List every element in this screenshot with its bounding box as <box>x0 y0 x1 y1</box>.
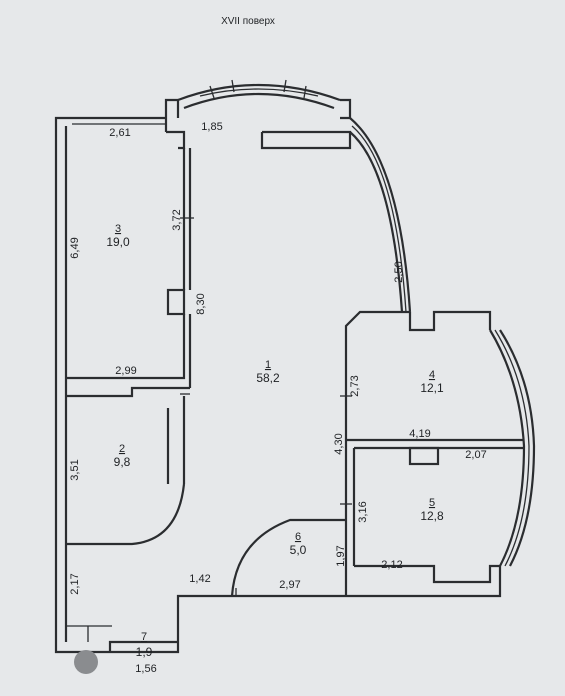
room-5-area: 12,8 <box>420 509 444 523</box>
room-6-number: 6 <box>295 531 301 543</box>
room-3-number: 3 <box>115 223 121 235</box>
room-1-area: 58,2 <box>256 371 280 385</box>
curved-wall-right <box>349 117 412 313</box>
room-4-5-walls <box>340 310 536 596</box>
room-2-area: 9,8 <box>114 455 131 469</box>
dim-3-72: 3,72 <box>171 209 183 230</box>
room-6-area: 5,0 <box>290 543 307 557</box>
dim-4-19: 4,19 <box>409 428 430 440</box>
dim-1-97: 1,97 <box>335 545 347 566</box>
dim-3-51: 3,51 <box>69 459 81 480</box>
dim-2-50: 2,50 <box>393 261 405 282</box>
dim-6-49: 6,49 <box>69 237 81 258</box>
dim-3-16: 3,16 <box>357 501 369 522</box>
dim-1-42: 1,42 <box>189 573 210 585</box>
room-2-walls <box>66 386 190 546</box>
outer-walls <box>54 98 502 654</box>
room-4-number: 4 <box>429 369 435 381</box>
niche-top <box>72 123 352 150</box>
floor-title: XVII поверх <box>221 16 275 27</box>
room-7-number: 7 <box>141 631 147 643</box>
dim-1-85: 1,85 <box>201 121 222 133</box>
dim-2-61: 2,61 <box>109 127 130 139</box>
dim-2-99: 2,99 <box>115 365 136 377</box>
room-1-number: 1 <box>265 359 271 371</box>
room-5-number: 5 <box>429 497 435 509</box>
dim-4-30: 4,30 <box>333 433 345 454</box>
dim-2-73: 2,73 <box>349 375 361 396</box>
room-7-walls <box>66 625 112 674</box>
room-7-area: 1,9 <box>136 645 153 659</box>
room-3-area: 19,0 <box>106 235 130 249</box>
room-2-number: 2 <box>119 443 125 455</box>
shaft-circle <box>74 650 98 674</box>
dim-2-97: 2,97 <box>279 579 300 591</box>
room-3-walls <box>66 148 194 388</box>
dim-2-17: 2,17 <box>69 573 81 594</box>
dim-2-07: 2,07 <box>465 449 486 461</box>
bay-window-top <box>177 79 341 110</box>
dim-1-56: 1,56 <box>135 663 156 675</box>
room-4-area: 12,1 <box>420 381 444 395</box>
room-6-walls <box>230 518 346 597</box>
dim-2-12: 2,12 <box>381 559 402 571</box>
dim-8-30: 8,30 <box>195 293 207 314</box>
